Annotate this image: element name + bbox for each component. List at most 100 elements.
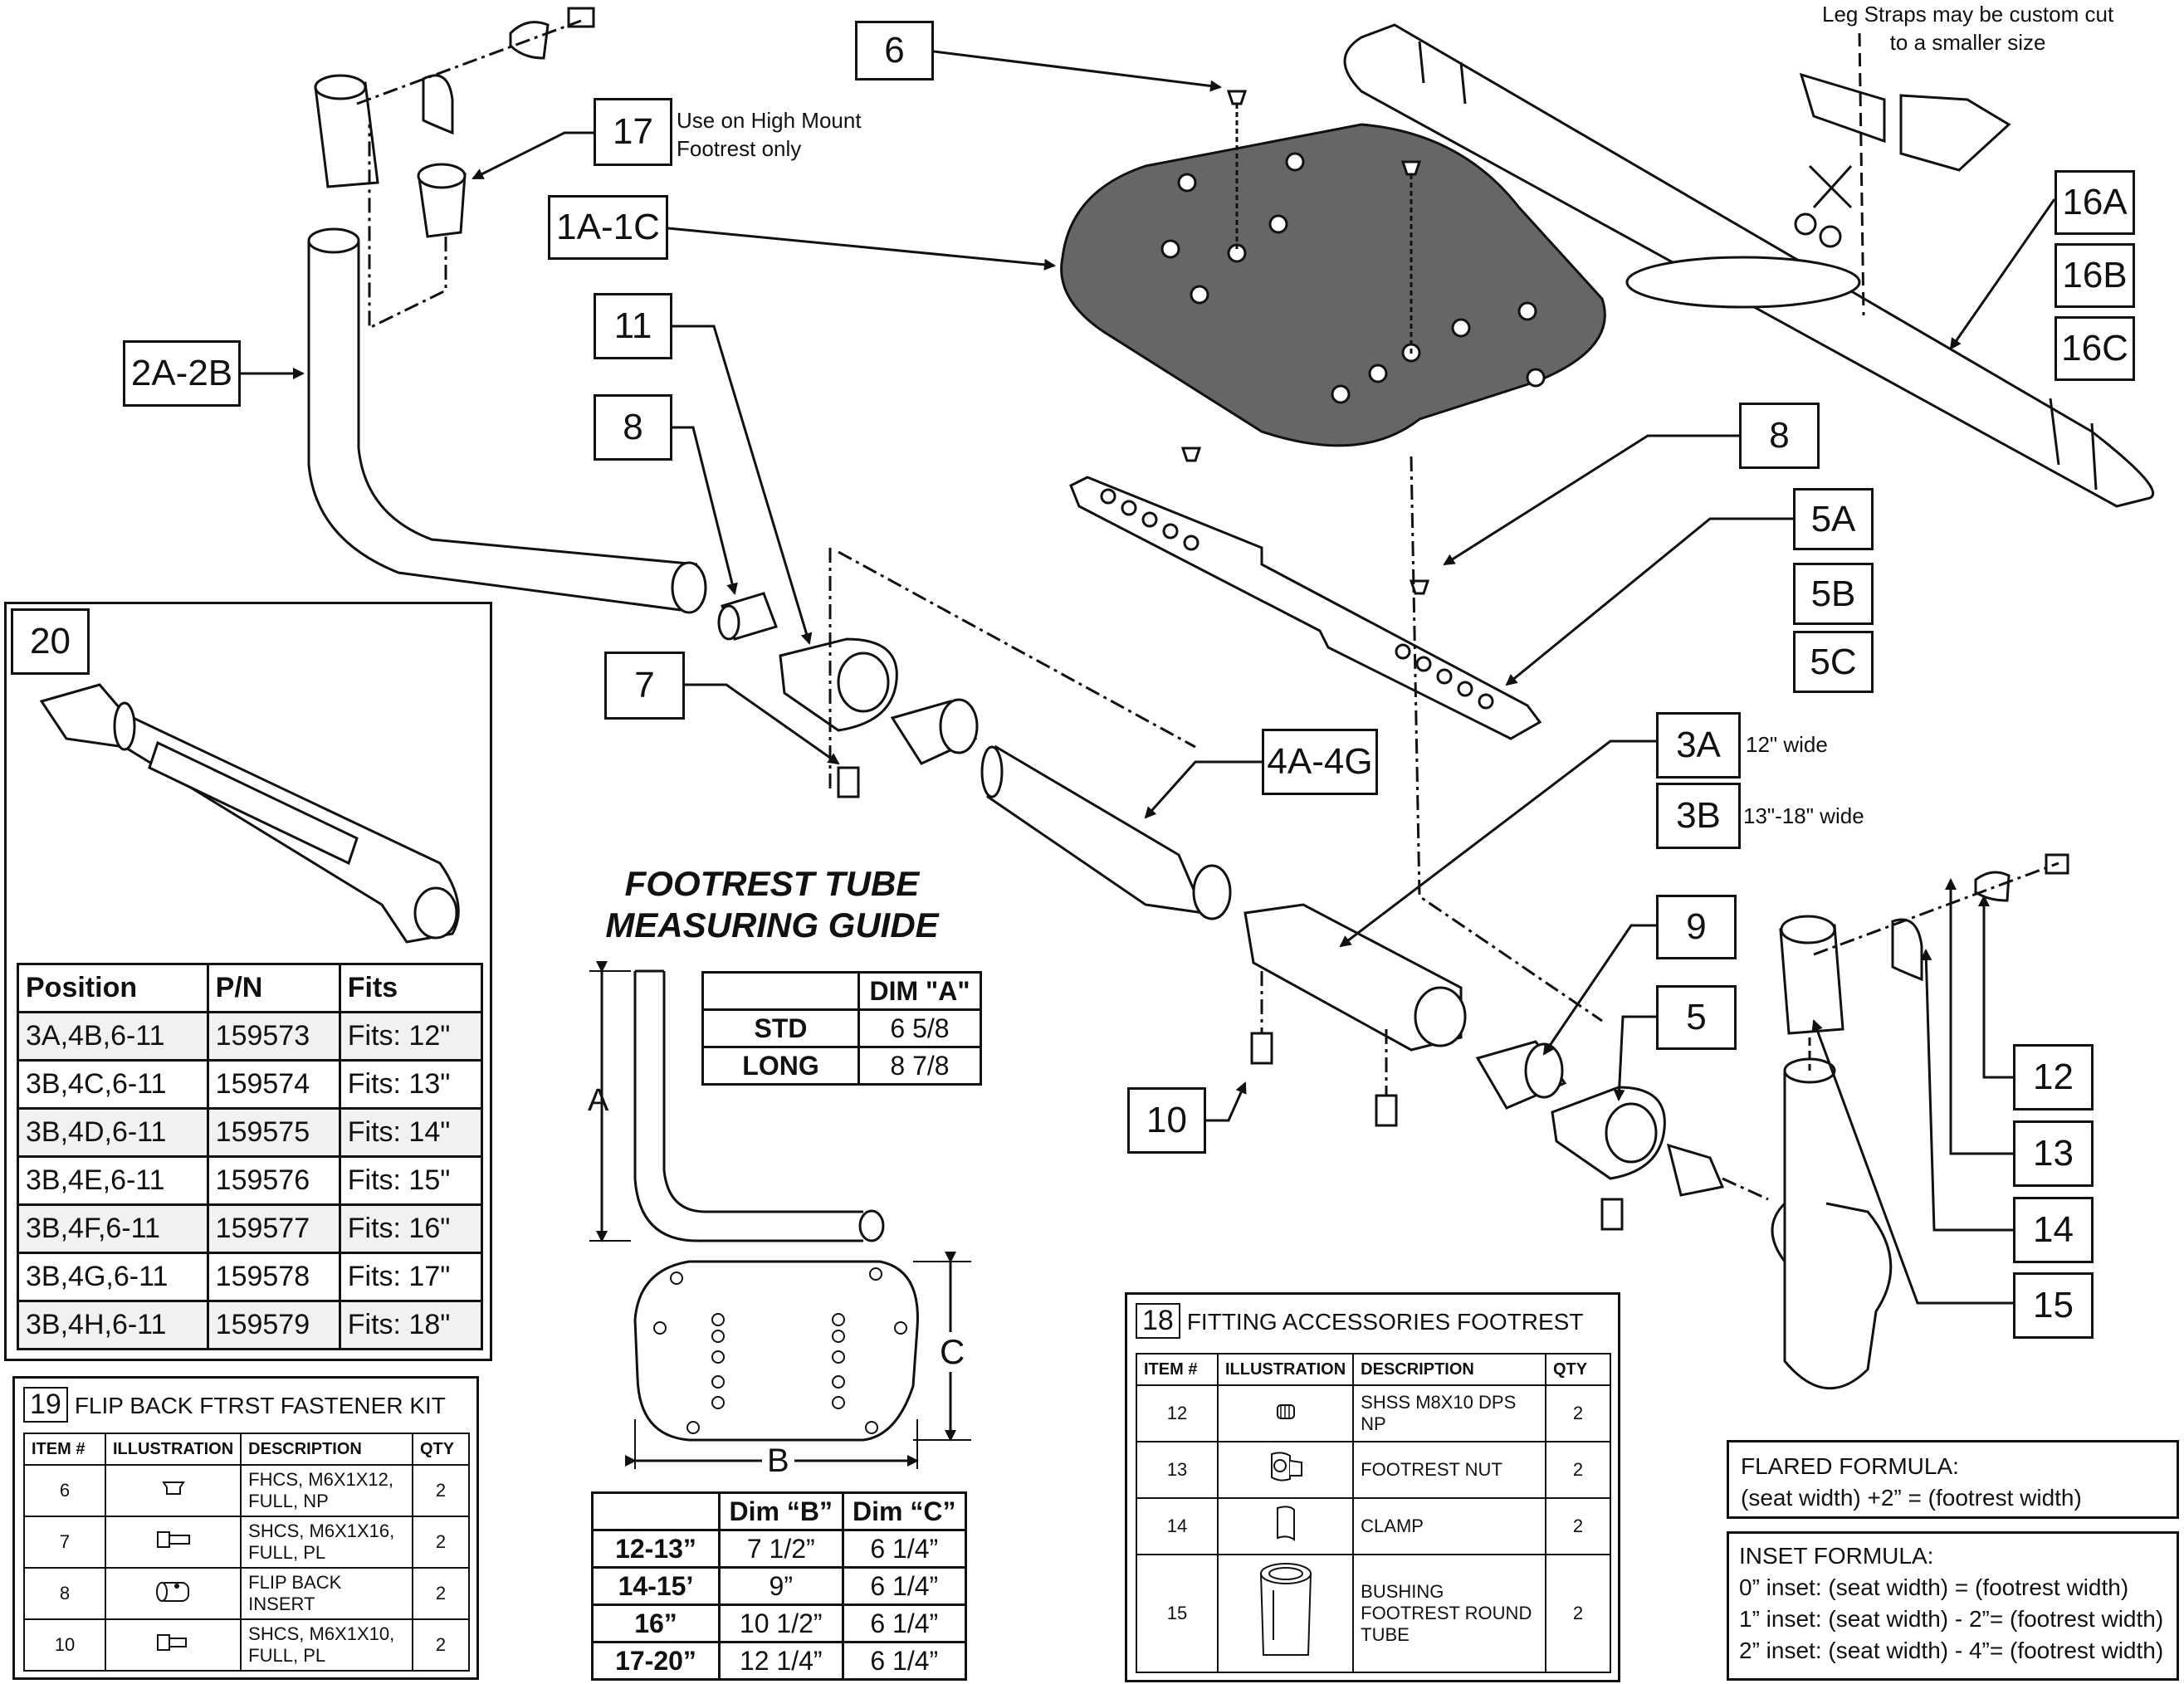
dim-a-row-value: 6 5/8 [857,1008,982,1048]
footplate [1060,123,1606,447]
fits-cell: Fits: 12" [338,1011,484,1062]
column-header: ITEM # [1136,1353,1219,1386]
leg-strap-note: Leg Straps may be custom cut to a smalle… [1822,2,2114,55]
inset-formula-line: 1” inset: (seat width) - 2”= (footrest w… [1739,1606,2164,1632]
right-hanger-tube [1771,1057,1893,1390]
callout-1a-1c: 1A-1C [548,195,668,260]
dim-bc-row-label: 14-15’ [591,1566,721,1606]
flared-formula-panel: FLARED FORMULA: (seat width) +2” = (foot… [1727,1440,2179,1519]
callout-5a: 5A [1793,488,1874,550]
dim-b-value: 12 1/4” [718,1641,844,1681]
column-header: ILLUSTRATION [104,1433,242,1466]
footrest-nut-icon [1270,1452,1302,1481]
clamp-11 [779,548,898,788]
clamp-5 [1410,456,1769,1231]
callout-17: 17 [594,98,672,166]
callout-13: 13 [2013,1120,2094,1187]
callout-16a: 16A [2055,170,2135,235]
column-header: ITEM # [23,1433,106,1466]
dim-c-label: C [936,1332,969,1372]
inset-formula-line: 2” inset: (seat width) - 4”= (footrest w… [1739,1638,2164,1663]
dim-bc-row-label: 17-20” [591,1641,721,1681]
item-number: 12 [1136,1384,1219,1442]
position-cell: 3B,4H,6-11 [17,1300,209,1350]
kit-19-table: ITEM # ILLUSTRATION DESCRIPTION QTY 6 FH… [23,1433,470,1672]
guide-title: FOOTREST TUBE MEASURING GUIDE [605,864,939,945]
position-cell: 3B,4F,6-11 [17,1203,209,1254]
item-number: 6 [23,1464,106,1517]
spacer-9 [1475,1040,1567,1110]
item-qty: 2 [1545,1441,1611,1499]
item-number: 10 [23,1618,106,1672]
column-header: ILLUSTRATION [1216,1353,1355,1386]
item-qty: 2 [412,1464,470,1517]
clamp-icon [1276,1506,1295,1541]
callout-2a-2b: 2A-2B [123,340,241,407]
fits-cell: Fits: 16" [338,1203,484,1254]
right-bushing [1779,853,2069,1071]
item-description: FOOTREST NUT [1352,1441,1546,1499]
item-description: CLAMP [1352,1497,1546,1555]
callout-8-left: 8 [594,394,672,461]
scissors-icon [1794,32,2011,316]
socket-head-screw-icon [156,1531,190,1548]
callout-6: 6 [855,21,934,81]
dim-bc-table: Dim “B” Dim “C” 12-13”7 1/2”6 1/4” 14-15… [591,1491,967,1681]
column-header: Fits [338,963,484,1013]
item-description: FHCS, M6X1X12, FULL, NP [240,1464,413,1517]
flared-formula-title: FLARED FORMULA: [1741,1453,1959,1479]
inset-formula-title: INSET FORMULA: [1739,1543,1934,1569]
dim-a-row-label: STD [701,1008,860,1048]
left-hanger-tube [307,227,707,614]
callout-14: 14 [2013,1197,2094,1263]
item-number: 14 [1136,1497,1219,1555]
dim-b-value: 10 1/2” [718,1603,844,1643]
item-description: BUSHING FOOTREST ROUND TUBE [1352,1554,1546,1673]
dim-c-value: 6 1/4” [841,1603,967,1643]
callout-5b: 5B [1793,563,1874,625]
socket-head-screw-icon [156,1634,187,1651]
part-number-cell: 159578 [206,1252,341,1302]
column-header: QTY [1545,1353,1611,1386]
callout-16c: 16C [2055,316,2135,381]
fits-cell: Fits: 15" [338,1155,484,1206]
assembly-20-illustration [39,683,460,944]
part-number-cell: 159574 [206,1059,341,1110]
dim-bc-row-label: 12-13” [591,1529,721,1569]
fits-cell: Fits: 17" [338,1252,484,1302]
callout-11: 11 [594,293,672,359]
dim-bc-header: Dim “C” [841,1491,967,1531]
callout-16b: 16B [2055,243,2135,308]
kit-18-title: FITTING ACCESSORIES FOOTREST [1186,1309,1584,1335]
dim-c-value: 6 1/4” [841,1641,967,1681]
width-3a-note: 12" wide [1746,732,1828,757]
item-description: SHCS, M6X1X16, FULL, PL [240,1516,413,1569]
panel-20: 20 [4,602,492,1361]
callout-3b: 3B [1656,783,1741,849]
column-header: QTY [412,1433,470,1466]
item-number: 15 [1136,1554,1219,1673]
flared-formula-text: (seat width) +2” = (footrest width) [1741,1485,2082,1511]
dim-b-value: 7 1/2” [718,1529,844,1569]
measuring-guide-plate [625,1252,971,1469]
column-header: DESCRIPTION [240,1433,413,1466]
clamp-3 [1243,903,1467,1127]
flat-head-screw-icon [161,1481,185,1495]
dim-b-value: 9” [718,1566,844,1606]
position-cell: 3B,4C,6-11 [17,1059,209,1110]
kit-19-number: 19 [23,1387,68,1423]
width-3b-note: 13"-18" wide [1743,803,1864,828]
kit-19-title: FLIP BACK FTRST FASTENER KIT [74,1393,446,1418]
spacer [890,698,979,765]
callout-7: 7 [604,652,685,720]
kit-18-table: ITEM # ILLUSTRATION DESCRIPTION QTY 12 S… [1136,1353,1611,1673]
fits-cell: Fits: 14" [338,1107,484,1158]
kit-18-number: 18 [1136,1303,1180,1339]
position-cell: 3B,4E,6-11 [17,1155,209,1206]
panel-20-number: 20 [11,608,90,675]
